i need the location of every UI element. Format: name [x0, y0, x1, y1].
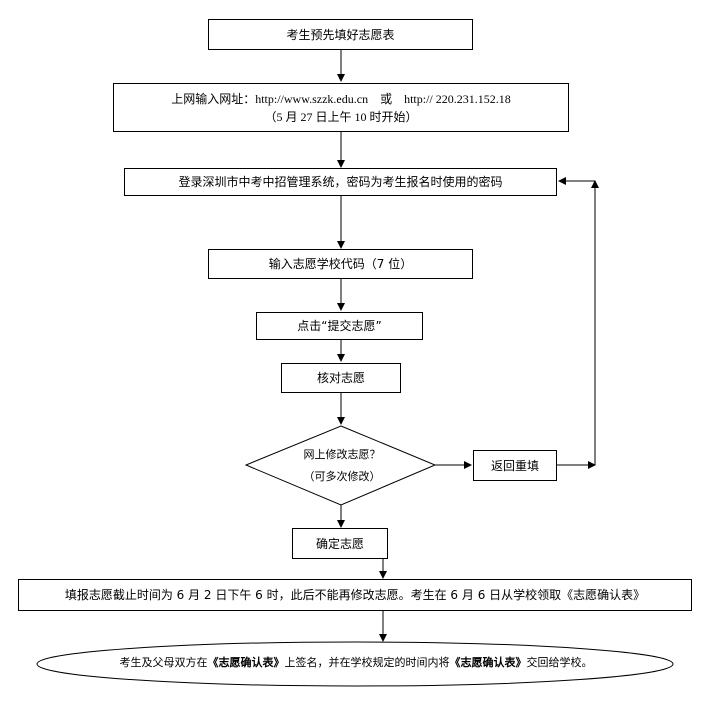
step-enter-code-text: 输入志愿学校代码（7 位）	[268, 257, 413, 271]
final-ellipse	[36, 641, 674, 687]
decision-note: （可多次修改）	[303, 470, 381, 483]
step-enter-url-text: 上网输入网址：http://www.szzk.edu.cn 或 http:// …	[171, 91, 511, 106]
final-text-mid: 上签名，并在学校规定的时间内将	[284, 656, 450, 669]
final-text-post: 交回给学校。	[526, 656, 593, 669]
final-form-name-2: 《志愿确认表》	[449, 656, 527, 669]
step-check: 核对志愿	[281, 363, 401, 393]
step-start-time-text: （5 月 27 日上午 10 时开始）	[264, 109, 418, 124]
step-submit-text: 点击“提交志愿”	[297, 319, 382, 333]
return-refill-box: 返回重填	[473, 450, 557, 481]
step-check-text: 核对志愿	[316, 371, 365, 385]
step-login-text: 登录深圳市中考中招管理系统，密码为考生报名时使用的密码	[178, 175, 503, 189]
decision-label: 网上修改志愿？ （可多次修改）	[282, 444, 402, 488]
step-submit: 点击“提交志愿”	[256, 312, 423, 340]
step-login: 登录深圳市中考中招管理系统，密码为考生报名时使用的密码	[124, 168, 557, 196]
step-deadline: 填报志愿截止时间为 6 月 2 日下午 6 时，此后不能再修改志愿。考生在 6 …	[18, 579, 692, 611]
step-fill-form-text: 考生预先填好志愿表	[286, 27, 395, 42]
step-confirm-text: 确定志愿	[315, 536, 364, 551]
step-enter-code: 输入志愿学校代码（7 位）	[208, 249, 473, 279]
final-text-pre: 考生及父母双方在	[119, 656, 208, 669]
step-fill-form: 考生预先填好志愿表	[208, 19, 473, 50]
decision-diamond	[244, 425, 437, 506]
step-confirm: 确定志愿	[292, 528, 388, 559]
return-refill-text: 返回重填	[490, 458, 539, 473]
final-form-name-1: 《志愿确认表》	[207, 656, 285, 669]
step-deadline-text: 填报志愿截止时间为 6 月 2 日下午 6 时，此后不能再修改志愿。考生在 6 …	[64, 588, 646, 602]
step-enter-url: 上网输入网址：http://www.szzk.edu.cn 或 http:// …	[113, 83, 569, 132]
decision-question: 网上修改志愿？	[303, 448, 381, 461]
final-instruction: 考生及父母双方在《志愿确认表》上签名，并在学校规定的时间内将《志愿确认表》交回给…	[56, 655, 656, 671]
